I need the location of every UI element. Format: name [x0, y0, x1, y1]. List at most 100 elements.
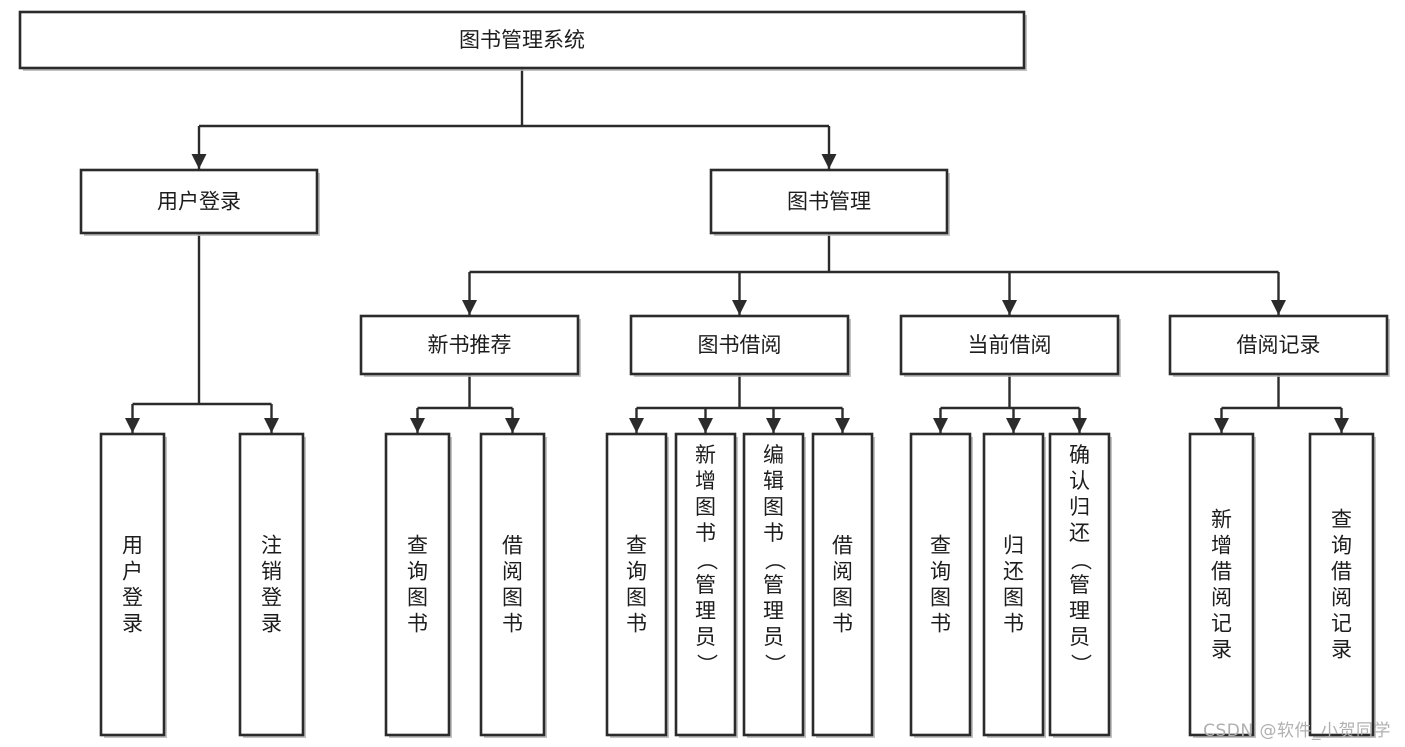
node-label-char: 归 [1069, 495, 1090, 519]
node-label-char: 员 [763, 625, 784, 649]
arrow-head-icon [505, 418, 520, 433]
node-label-char: 登 [261, 586, 282, 610]
node-label-char: 记 [1331, 612, 1352, 636]
node-rect[interactable] [909, 432, 972, 737]
node-label-char: 图 [626, 586, 647, 610]
arrow-head-icon [1006, 418, 1021, 433]
node-label-char: 户 [122, 560, 143, 584]
arrow-head-icon [698, 418, 713, 433]
node-label-char: ） [1069, 654, 1093, 675]
node-label-char: 询 [930, 560, 951, 584]
node-label-char: 书 [407, 612, 428, 636]
node-label-char: 用 [122, 534, 143, 558]
node-rect[interactable] [18, 10, 1026, 70]
node-label: 新书推荐 [428, 333, 512, 357]
arrow-head-icon [732, 300, 747, 315]
node-rect[interactable] [384, 432, 451, 737]
node-rect[interactable] [742, 432, 805, 737]
nodes-layer: 图书管理系统用户登录图书管理新书推荐图书借阅当前借阅借阅记录用户登录注销登录查询… [18, 10, 1390, 738]
node-label-char: 询 [1331, 534, 1352, 558]
node-label-char: 编 [763, 443, 784, 467]
node-book-borrow[interactable]: 图书借阅 [629, 314, 851, 377]
node-label-char: 图 [1003, 586, 1024, 610]
node-new-book-recommend[interactable]: 新书推荐 [359, 314, 581, 377]
node-label-char: 登 [122, 586, 143, 610]
node-rect[interactable] [982, 432, 1045, 737]
node-label-char: 员 [1069, 625, 1090, 649]
node-label-char: 认 [1069, 469, 1090, 493]
node-label-char: （ [1069, 550, 1093, 571]
node-rect[interactable] [79, 168, 319, 235]
node-rect[interactable] [99, 432, 166, 737]
node-rect[interactable] [709, 168, 949, 235]
node-rect[interactable] [238, 432, 305, 737]
node-label-char: 图 [763, 495, 784, 519]
arrow-head-icon [1334, 418, 1349, 433]
arrow-head-icon [264, 418, 279, 433]
node-label: 当前借阅 [968, 333, 1052, 357]
node-label-char: 阅 [832, 560, 853, 584]
node-rect[interactable] [674, 432, 737, 737]
node-label-char: 查 [930, 534, 951, 558]
node-label: 图书管理 [787, 190, 871, 214]
node-current-borrow[interactable]: 当前借阅 [899, 314, 1121, 377]
arrow-head-icon [462, 300, 477, 315]
node-label-char: 管 [763, 573, 784, 597]
node-rect[interactable] [811, 432, 874, 737]
node-label-char: 查 [626, 534, 647, 558]
node-label-char: 录 [1331, 638, 1352, 662]
node-label-char: 录 [1211, 638, 1232, 662]
node-label-char: 理 [763, 599, 784, 623]
node-rect[interactable] [1048, 432, 1111, 737]
node-label-char: 确 [1069, 443, 1090, 467]
node-rect[interactable] [1188, 432, 1255, 737]
node-rect[interactable] [899, 314, 1120, 376]
arrow-head-icon [191, 154, 207, 169]
node-user-login[interactable]: 用户登录 [79, 168, 320, 236]
arrow-head-icon [629, 418, 644, 433]
node-label-char: 书 [832, 612, 853, 636]
node-label-char: 记 [1211, 612, 1232, 636]
node-label-char: 询 [407, 560, 428, 584]
node-borrow-record[interactable]: 借阅记录 [1168, 314, 1390, 377]
node-label-char: （ [695, 550, 719, 571]
node-label-char: 查 [1331, 508, 1352, 532]
node-label-char: 管 [695, 573, 716, 597]
node-label: 用户登录 [157, 190, 241, 214]
node-label: 图书管理系统 [459, 28, 585, 52]
node-label-char: 注 [261, 534, 282, 558]
node-label-char: 录 [122, 612, 143, 636]
node-book-manage[interactable]: 图书管理 [709, 168, 950, 236]
node-label-char: 图 [502, 586, 523, 610]
node-rect[interactable] [1308, 432, 1375, 737]
node-rect[interactable] [359, 314, 580, 376]
node-rect[interactable] [629, 314, 850, 376]
node-root[interactable]: 图书管理系统 [18, 10, 1027, 71]
node-rect[interactable] [1168, 314, 1389, 376]
node-label-char: （ [763, 550, 787, 571]
node-rect[interactable] [605, 432, 668, 737]
node-label-char: 图 [832, 586, 853, 610]
node-rect[interactable] [479, 432, 546, 737]
arrow-head-icon [766, 418, 781, 433]
node-label-char: 借 [1211, 560, 1232, 584]
arrow-head-icon [1214, 418, 1229, 433]
node-label-char: 理 [695, 599, 716, 623]
node-label-char: 借 [1331, 560, 1352, 584]
node-leaf-user-login[interactable]: 用户登录 [99, 432, 167, 738]
arrow-head-icon [835, 418, 850, 433]
arrow-head-icon [821, 154, 837, 169]
